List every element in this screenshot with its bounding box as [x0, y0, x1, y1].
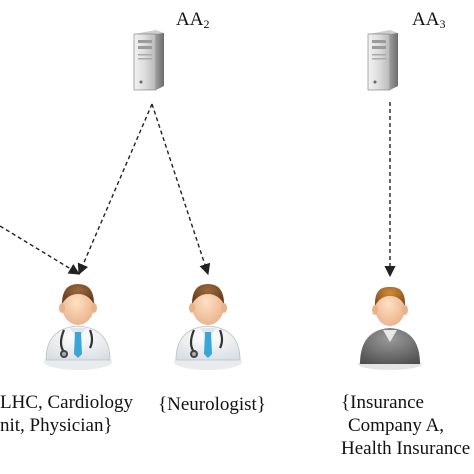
- server-aa2-label: AA2: [176, 9, 210, 31]
- business-person-icon: [358, 286, 422, 370]
- doctor-middle-label: {Neurologist}: [158, 394, 266, 415]
- doctor-left-label-line1: LHC, Cardiology: [0, 392, 133, 413]
- insurance-label-line1: {Insurance: [341, 392, 424, 413]
- doctor-left-icon: [44, 284, 112, 370]
- arrow-aa2-to-doctor-left: [77, 103, 153, 276]
- arrow-offscreen-to-doctor-left: [0, 225, 80, 275]
- insurance-label-line2: Company A,: [348, 415, 445, 436]
- insurance-label-line3: Health Insurance: [341, 438, 471, 459]
- arrows: [0, 102, 396, 278]
- doctor-middle-icon: [174, 284, 242, 370]
- arrow-aa2-to-doctor-middle: [151, 103, 211, 276]
- server-aa3-label: AA3: [412, 9, 446, 31]
- server-aa3-icon: [367, 30, 398, 91]
- server-aa2-icon: [133, 30, 164, 91]
- doctor-left-label-line2: nit, Physician}: [0, 415, 113, 436]
